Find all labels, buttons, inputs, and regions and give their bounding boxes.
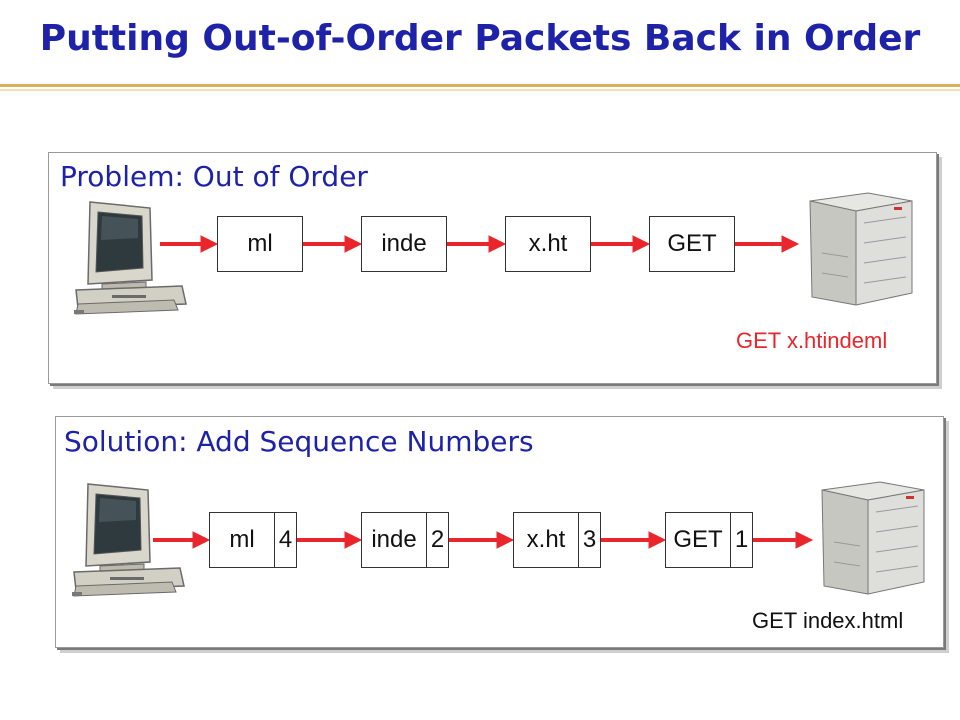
arrow [591,235,651,253]
packet-data: x.ht [528,230,568,257]
problem-client-computer-icon [74,201,187,315]
packet-sequence-number: 1 [730,513,752,567]
packet-data: GET [673,526,723,553]
page-title: Putting Out-of-Order Packets Back in Ord… [39,18,921,59]
solution-result-text: GET index.html [752,608,904,633]
packet-data: x.ht [526,526,566,553]
packet-data: GET [667,230,717,257]
arrow [153,531,211,549]
packet-sequence-number: 3 [578,513,600,567]
packet-sequence-number: 4 [274,513,296,567]
packet: x.ht 3 [513,512,601,568]
packet-sequence-number: 2 [426,513,448,567]
arrow [753,531,814,549]
arrow [303,235,363,253]
packet: inde 2 [361,512,449,568]
packet: ml [217,216,303,272]
arrow [449,531,515,549]
arrow [447,235,507,253]
title-underline [0,84,960,87]
arrow [160,235,219,253]
packet-data: ml [247,230,273,257]
arrow [297,531,363,549]
problem-result-text: GET x.htindeml [736,328,888,353]
title-underline-light [0,89,960,91]
solution-heading: Solution: Add Sequence Numbers [64,425,534,458]
solution-client-computer-icon [72,483,185,597]
packet: GET 1 [665,512,753,568]
arrow [735,235,800,253]
problem-heading: Problem: Out of Order [60,160,368,193]
packet-data: inde [381,230,427,257]
arrow [601,531,667,549]
problem-panel [48,152,937,384]
solution-server-icon [821,481,925,595]
packet: GET [649,216,735,272]
packet: inde [361,216,447,272]
packet-data: ml [229,526,255,553]
packet: x.ht [505,216,591,272]
problem-server-icon [809,192,913,306]
packet: ml 4 [209,512,297,568]
packet-data: inde [371,526,417,553]
